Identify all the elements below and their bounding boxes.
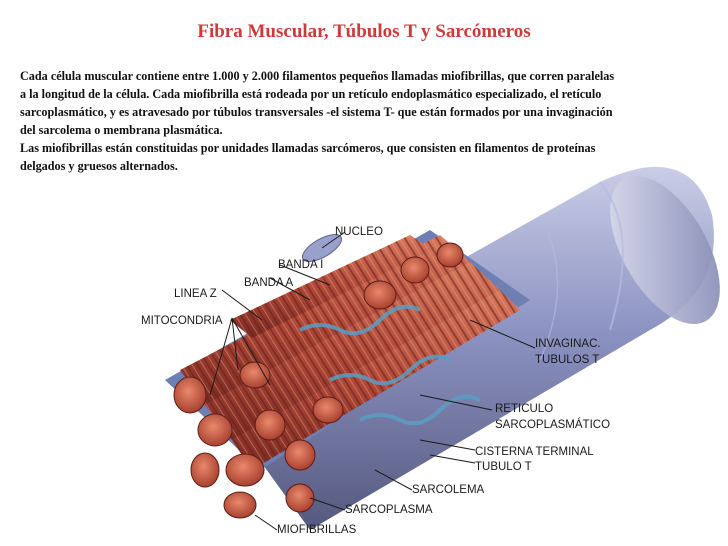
myofibril-bundle: [165, 230, 530, 470]
sarcomere-paragraph: Las miofibrillas están constituidas por …: [20, 139, 720, 175]
label-sarcoplasma: SARCOPLASMA: [345, 504, 433, 516]
paragraph-line: Cada célula muscular contiene entre 1.00…: [20, 69, 615, 83]
paragraph-line: Las miofibrillas están constituidas por …: [20, 141, 596, 155]
label-sarcoplasmatico: SARCOPLASMÁTICO: [495, 418, 610, 431]
paragraph-line: del sarcolema o membrana plasmática.: [20, 123, 223, 137]
sarcolema-sheath: [215, 166, 720, 530]
myofibril-cross-sections: [173, 242, 464, 519]
label-reticulo: RETICULO: [495, 403, 553, 415]
paragraph-line: a la longitud de la célula. Cada miofibr…: [20, 87, 602, 101]
intro-paragraph: Cada célula muscular contiene entre 1.00…: [20, 67, 720, 139]
label-banda-a: BANDA A: [244, 277, 294, 289]
paragraph-line: delgados y gruesos alternados.: [20, 159, 178, 173]
label-miofibrillas: MIOFIBRILLAS: [277, 524, 357, 536]
paragraph-line: sarcoplasmático, y es atravesado por túb…: [20, 105, 613, 119]
label-nucleo: NUCLEO: [335, 226, 383, 238]
label-mitocondria: MITOCONDRIA: [141, 315, 223, 327]
label-tubulos-t: TUBULOS T: [535, 354, 599, 366]
label-invaginac: INVAGINAC.: [535, 338, 601, 350]
label-sarcolema: SARCOLEMA: [412, 484, 485, 496]
label-tubulo-t: TUBULO T: [475, 461, 532, 473]
label-cisterna-terminal: CISTERNA TERMINAL: [475, 446, 594, 458]
page-title: Fibra Muscular, Túbulos T y Sarcómeros: [197, 21, 531, 42]
leader-lines: [209, 231, 536, 531]
label-linea-z: LINEA Z: [174, 288, 217, 300]
label-banda-i: BANDA I: [278, 259, 323, 271]
